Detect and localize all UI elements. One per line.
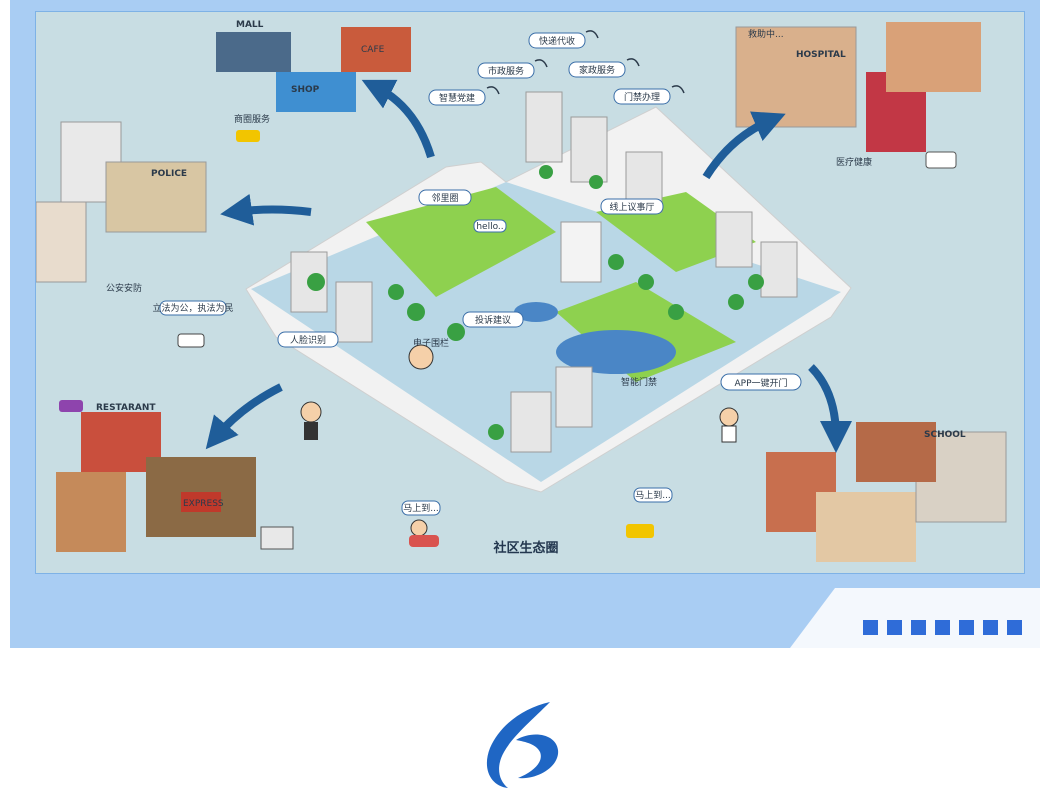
community-ecosystem-illustration: MALL SHOP CAFE POLICE HOSPITAL 救助中... [36, 20, 1007, 562]
square [959, 620, 974, 635]
community-platform [245, 106, 852, 493]
square [911, 620, 926, 635]
label-app-door: APP一键开门 [734, 377, 787, 389]
square [1007, 620, 1022, 635]
header-panel: MALL SHOP CAFE POLICE HOSPITAL 救助中... [10, 0, 1040, 648]
school-district: SCHOOL [766, 422, 1007, 562]
company-logo [486, 702, 559, 788]
sign-express: EXPRESS [183, 499, 224, 509]
square [935, 620, 950, 635]
label-express: 快递代收 [539, 35, 575, 47]
bubble-coming-2: 马上到... [635, 489, 671, 501]
square [983, 620, 998, 635]
sign-restaurant: RESTARANT [96, 403, 156, 413]
apartment-buildings [290, 91, 798, 453]
district-labels: 商圈服务 公安安防 医疗健康 立法为公，执法为民 马上到... 马上到... 社… [106, 113, 872, 556]
sign-school: SCHOOL [924, 430, 966, 440]
square [887, 620, 902, 635]
commerce-district: MALL SHOP CAFE [216, 20, 411, 112]
sign-hospital: HOSPITAL [796, 50, 846, 60]
label-municipal: 市政服务 [488, 65, 524, 77]
illustration-frame: MALL SHOP CAFE POLICE HOSPITAL 救助中... [35, 11, 1025, 574]
ecosystem-title: 社区生态圈 [492, 540, 558, 556]
label-police: 公安安防 [106, 282, 142, 294]
label-face-id: 人脸识别 [290, 334, 326, 346]
bubble-coming-1: 马上到... [403, 502, 439, 514]
label-medical: 医疗健康 [836, 156, 872, 168]
sign-mall: MALL [236, 20, 264, 30]
label-online-hall: 线上议事厅 [609, 201, 654, 213]
sign-police: POLICE [151, 169, 187, 179]
label-commerce: 商圈服务 [234, 113, 270, 125]
square [863, 620, 878, 635]
service-labels: 快递代收 市政服务 家政服务 智慧党建 门禁办理 [428, 30, 685, 106]
vehicles [59, 130, 957, 550]
wifi-signal-icon [486, 30, 685, 95]
trees [307, 165, 764, 440]
label-party: 智慧党建 [439, 92, 475, 104]
people [300, 344, 739, 547]
hospital-district: HOSPITAL 救助中... [735, 22, 981, 152]
label-smart-gate: 智能门禁 [621, 376, 657, 388]
label-access: 门禁办理 [624, 91, 660, 103]
label-complaint: 投诉建议 [475, 314, 511, 326]
label-home: 家政服务 [579, 64, 615, 76]
bubble-hello: hello.. [476, 222, 503, 232]
restaurant-district: RESTARANT EXPRESS [56, 403, 256, 552]
decorative-squares [863, 620, 1022, 635]
arrow-icon [205, 79, 852, 453]
hospital-callout: 救助中... [748, 28, 784, 40]
platform-labels: 邻里圈 线上议事厅 投诉建议 人脸识别 APP一键开门 电子围栏 智能门禁 he… [277, 189, 802, 391]
label-neighbor: 邻里圈 [431, 192, 458, 204]
sign-shop: SHOP [291, 85, 320, 95]
police-district: POLICE [36, 121, 207, 283]
bottom-banner [790, 588, 1040, 648]
sign-cafe: CAFE [361, 45, 385, 55]
label-police-slogan: 立法为公，执法为民 [152, 302, 233, 314]
